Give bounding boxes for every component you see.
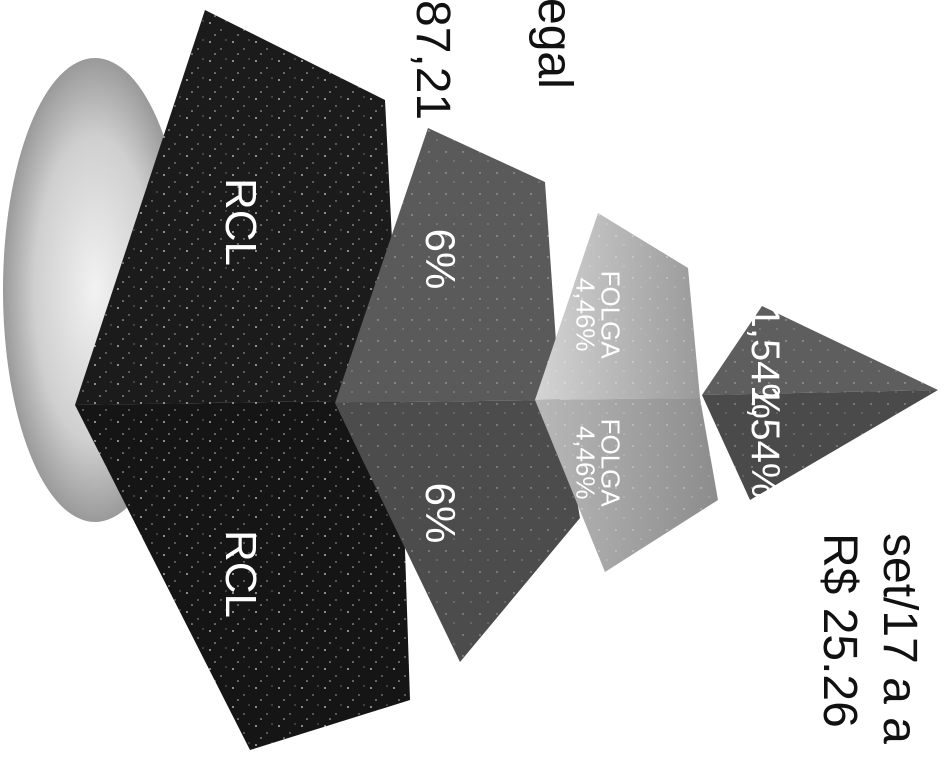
right-title-line1: Gastos R — [937, 533, 945, 771]
label-apex-lower: 1,54% — [741, 385, 785, 515]
label-rcl-lower: RCL — [214, 514, 262, 634]
right-title-line2: set/17 a a — [867, 533, 923, 771]
left-title-line1: egal — [522, 0, 578, 138]
label-folga-lower-title: FOLGA — [598, 403, 623, 523]
label-rcl-upper: RCL — [214, 162, 262, 282]
tier-apex — [702, 306, 938, 500]
label-folga-upper: FOLGA 4,46% — [573, 255, 622, 375]
left-title-line2: 87,21 — [400, 0, 456, 140]
label-folga-upper-value: 4,46% — [573, 255, 598, 375]
label-six-percent-lower: 6% — [415, 463, 461, 563]
label-folga-lower-value: 4,46% — [573, 403, 598, 523]
right-title-line3: R$ 25.26 — [807, 533, 863, 771]
label-folga-upper-title: FOLGA — [598, 255, 623, 375]
label-six-percent-upper: 6% — [415, 209, 461, 309]
label-folga-lower: FOLGA 4,46% — [573, 403, 622, 523]
